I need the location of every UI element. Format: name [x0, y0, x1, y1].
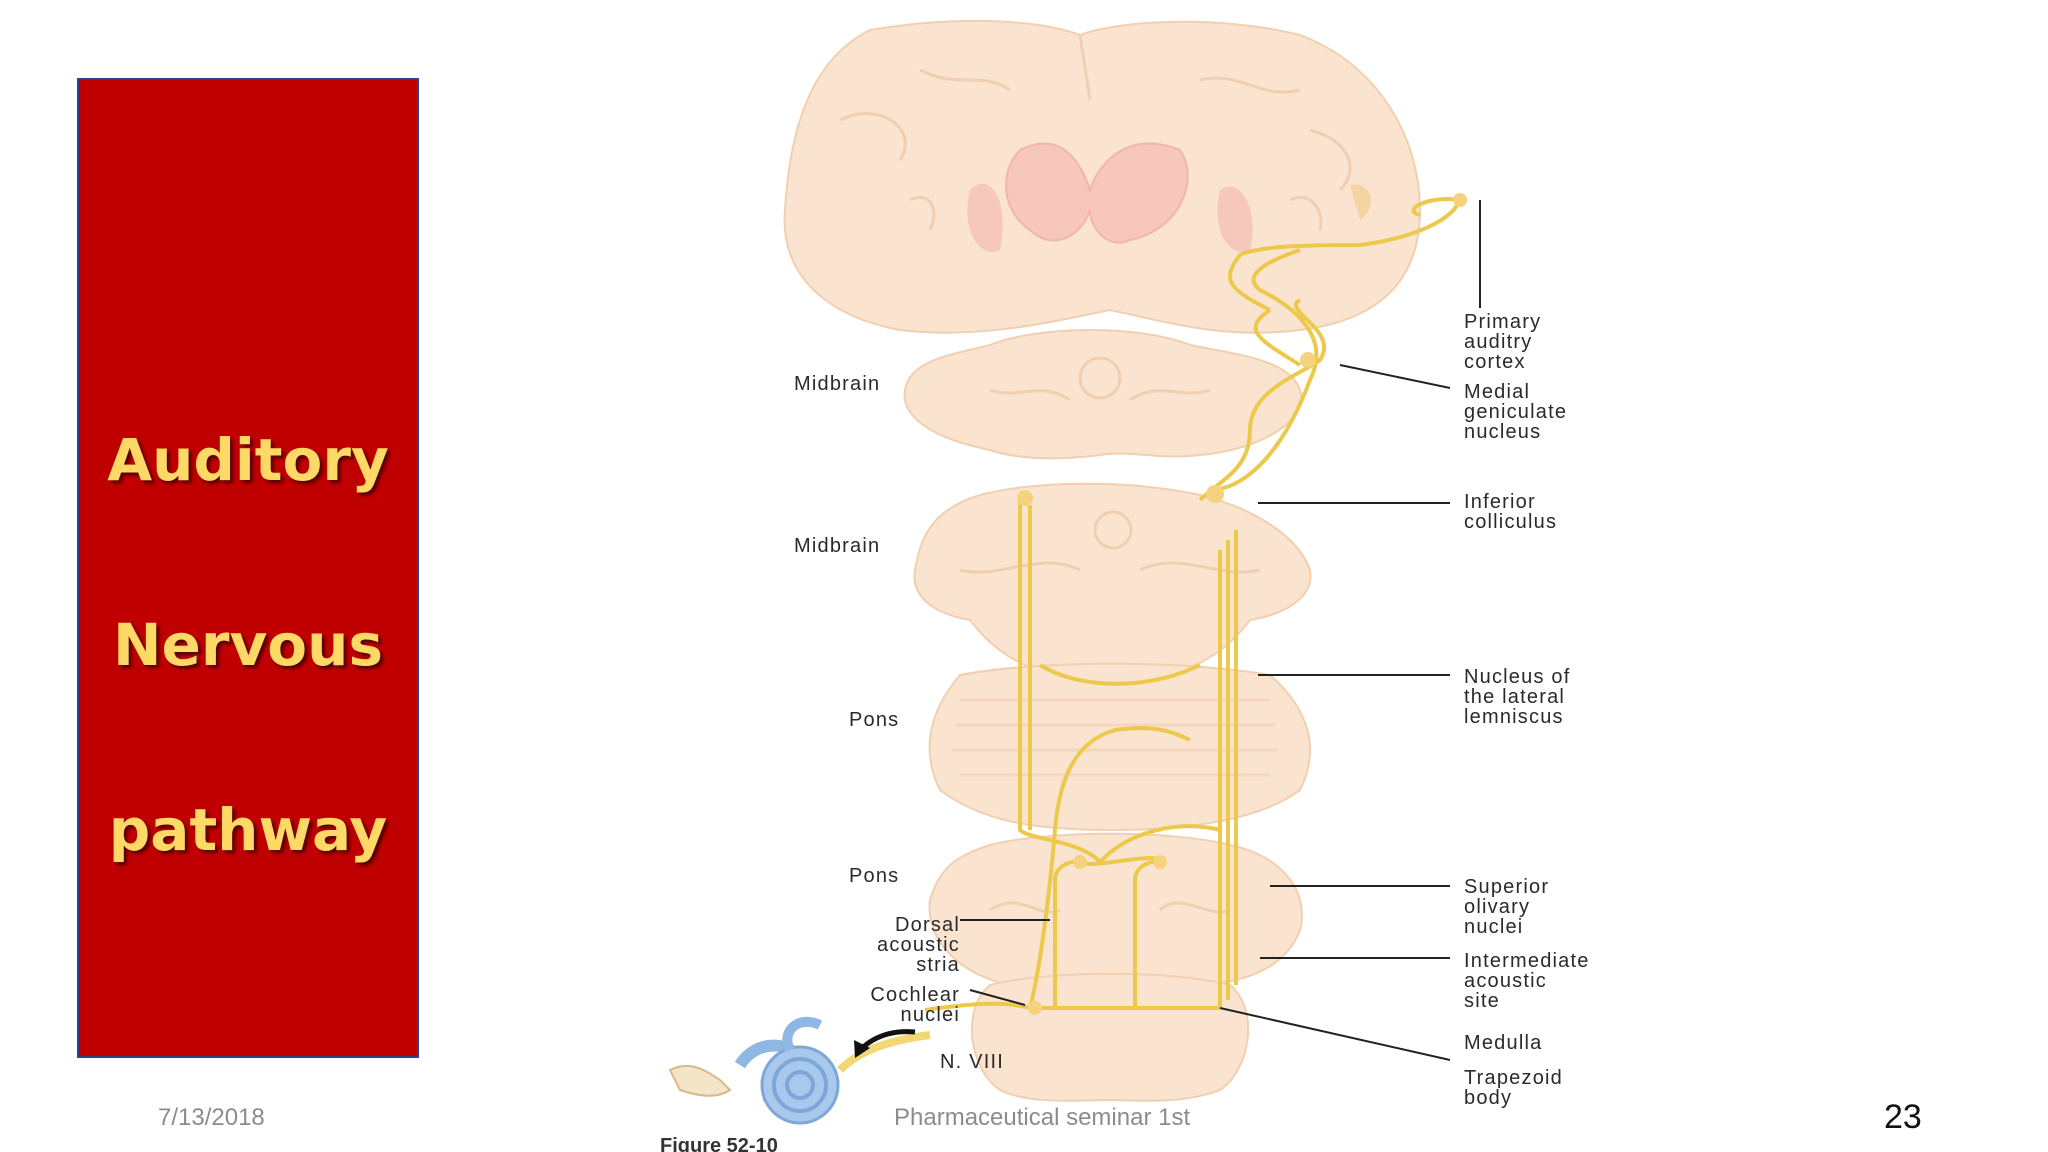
cerebrum-section [783, 19, 1422, 334]
label-nucleus-lateral-lemniscus: Nucleus of the lateral lemniscus [1464, 666, 1571, 728]
label-medial-geniculate-nucleus: Medial geniculate nucleus [1464, 381, 1568, 443]
upper-pons-section [928, 662, 1311, 832]
label-superior-olivary-nuclei: Superior olivary nuclei [1464, 876, 1550, 938]
label-nerve-viii: N. VIII [940, 1051, 1004, 1073]
label-pons-upper: Pons [849, 709, 900, 731]
label-midbrain-upper: Midbrain [794, 373, 881, 395]
title-panel: Auditory Nervous pathway [77, 78, 419, 1058]
lower-midbrain-section [913, 482, 1312, 682]
page-number: 23 [1884, 1098, 1922, 1136]
nuclei-marks [1017, 193, 1467, 1015]
cochlea-icon [668, 1016, 931, 1125]
footer-date: 7/13/2018 [158, 1104, 265, 1131]
upper-midbrain-section [903, 329, 1303, 460]
lower-pons-section [928, 832, 1303, 989]
label-pons-lower: Pons [849, 865, 900, 887]
label-medulla: Medulla [1464, 1032, 1543, 1054]
title-word-nervous: Nervous [113, 611, 383, 679]
footer-center-text: Pharmaceutical seminar 1st [894, 1104, 1191, 1131]
label-dorsal-acoustic-stria: Dorsal acoustic stria [877, 914, 960, 976]
title-word-auditory: Auditory [107, 426, 389, 494]
label-midbrain-lower: Midbrain [794, 535, 881, 557]
label-primary-auditory-cortex: Primary auditry cortex [1464, 311, 1542, 373]
title-word-pathway: pathway [108, 796, 388, 864]
label-inferior-colliculus: Inferior colliculus [1464, 491, 1558, 533]
label-trapezoid-body: Trapezoid body [1464, 1067, 1563, 1109]
medulla-section [970, 972, 1250, 1102]
label-cochlear-nuclei: Cochlear nuclei [870, 984, 960, 1026]
auditory-pathway-fibers [924, 197, 1462, 1012]
label-intermediate-acoustic-site: Intermediate acoustic site [1464, 950, 1590, 1012]
leader-lines [960, 200, 1481, 1061]
figure-caption: Figure 52-10 [660, 1135, 778, 1152]
auditory-pathway-figure: Figure 52-10 [660, 19, 1481, 1152]
